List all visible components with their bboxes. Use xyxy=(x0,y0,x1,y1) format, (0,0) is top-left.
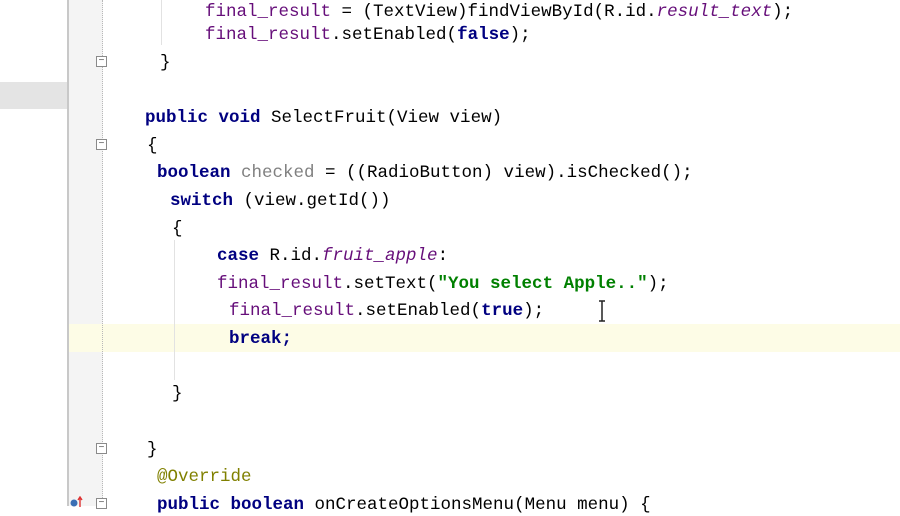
code-line[interactable]: } xyxy=(147,439,158,461)
code-line[interactable]: { xyxy=(147,135,158,157)
code-token: } xyxy=(172,384,183,404)
code-token: ); xyxy=(523,301,545,321)
code-token: false xyxy=(457,25,510,45)
code-token: final_result xyxy=(229,301,356,321)
code-line[interactable]: case R.id.fruit_apple: xyxy=(217,245,448,267)
current-line-highlight xyxy=(69,324,900,352)
code-token: public boolean xyxy=(157,495,315,515)
code-token: (view.getId()) xyxy=(243,191,391,211)
code-token: onCreateOptionsMenu(Menu menu) { xyxy=(314,495,651,515)
fold-start-icon[interactable]: − xyxy=(96,498,107,509)
fold-end-icon[interactable]: − xyxy=(96,56,107,67)
code-token: ); xyxy=(772,2,794,22)
code-token: "You select Apple.." xyxy=(437,274,648,294)
code-line[interactable]: final_result.setText("You select Apple..… xyxy=(217,273,669,295)
code-line[interactable]: { xyxy=(172,218,183,240)
code-token: { xyxy=(172,219,183,239)
indent-guide xyxy=(161,0,162,45)
code-token: : xyxy=(437,246,449,266)
code-line[interactable]: final_result.setEnabled(true); xyxy=(229,300,544,322)
code-token: .setText( xyxy=(343,274,438,294)
code-token: switch xyxy=(170,191,244,211)
editor-gutter[interactable] xyxy=(69,0,103,506)
override-method-icon[interactable] xyxy=(70,496,84,508)
code-line[interactable]: switch (view.getId()) xyxy=(170,190,391,212)
code-token: final_result xyxy=(205,25,332,45)
code-token: checked xyxy=(241,163,315,183)
code-token: { xyxy=(147,136,158,156)
code-token: = (TextView)findViewById(R.id. xyxy=(331,2,657,22)
code-line[interactable]: boolean checked = ((RadioButton) view).i… xyxy=(157,162,693,184)
code-line[interactable]: break; xyxy=(229,328,292,350)
code-line[interactable]: } xyxy=(172,383,183,405)
code-token: true xyxy=(481,301,524,321)
code-token: fruit_apple xyxy=(322,246,438,266)
project-panel[interactable] xyxy=(0,0,69,506)
code-token: SelectFruit(View view) xyxy=(271,108,503,128)
code-token: .setEnabled( xyxy=(355,301,482,321)
code-line[interactable]: final_result = (TextView)findViewById(R.… xyxy=(205,1,793,23)
fold-start-icon[interactable]: − xyxy=(96,139,107,150)
code-line[interactable]: final_result.setEnabled(false); xyxy=(205,24,531,46)
code-token: case xyxy=(217,246,270,266)
code-token: public void xyxy=(145,108,272,128)
fold-end-icon[interactable]: − xyxy=(96,443,107,454)
code-line[interactable]: } xyxy=(160,52,171,74)
code-token: .setEnabled( xyxy=(331,25,458,45)
code-token: boolean xyxy=(157,163,242,183)
code-line[interactable]: public void SelectFruit(View view) xyxy=(145,107,502,129)
code-token: final_result xyxy=(205,2,332,22)
code-token: } xyxy=(147,440,158,460)
code-token: final_result xyxy=(217,274,344,294)
code-token: R.id. xyxy=(269,246,323,266)
project-panel-selected-row[interactable] xyxy=(0,82,67,109)
code-line[interactable]: public boolean onCreateOptionsMenu(Menu … xyxy=(157,494,651,516)
code-token: result_text xyxy=(656,2,773,22)
code-token: ); xyxy=(509,25,531,45)
gutter-divider xyxy=(102,0,103,506)
code-token: ); xyxy=(647,274,669,294)
code-token: = ((RadioButton) view).isChecked(); xyxy=(314,163,693,183)
code-token: break; xyxy=(229,329,293,349)
indent-guide xyxy=(174,240,175,380)
code-token: } xyxy=(160,53,171,73)
code-token: @Override xyxy=(157,467,252,487)
code-line[interactable]: @Override xyxy=(157,466,252,488)
text-cursor-icon xyxy=(599,300,605,322)
